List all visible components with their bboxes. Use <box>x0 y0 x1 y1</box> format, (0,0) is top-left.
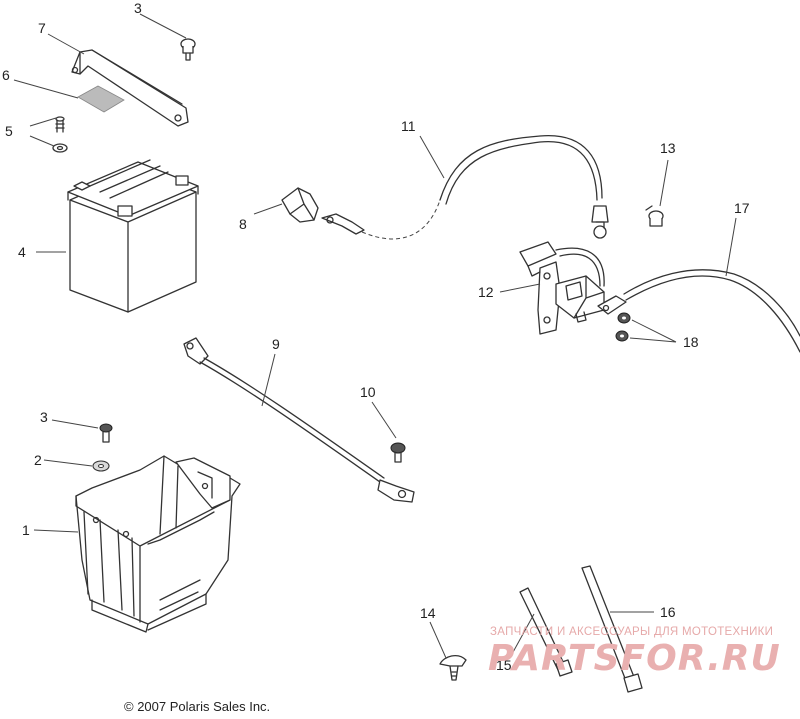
leader-lines <box>13 13 737 659</box>
callout-17: 17 <box>734 200 750 216</box>
watermark-tagline: ЗАПЧАСТИ И АКСЕССУАРЫ ДЛЯ МОТОТЕХНИКИ <box>490 626 774 638</box>
callout-13: 13 <box>660 140 676 156</box>
callout-6: 6 <box>2 67 10 83</box>
callout-2: 2 <box>34 452 42 468</box>
copyright-notice: © 2007 Polaris Sales Inc. <box>124 699 271 714</box>
callout-15: 15 <box>496 657 512 673</box>
battery-box <box>75 455 241 633</box>
cable-tie-short <box>519 587 573 677</box>
negative-cable <box>183 337 415 503</box>
callout-7: 7 <box>38 20 46 36</box>
callout-8: 8 <box>239 216 247 232</box>
screw-lower <box>99 423 113 443</box>
callout-9: 9 <box>272 336 280 352</box>
callout-16: 16 <box>660 604 676 620</box>
callout-18: 18 <box>683 334 699 350</box>
starter-solenoid <box>519 241 605 335</box>
callout-3-lower: 3 <box>40 409 48 425</box>
callout-4: 4 <box>18 244 26 260</box>
callout-11: 11 <box>401 118 416 134</box>
watermark-logo: PARTSFOR.RU <box>488 638 781 679</box>
wire-clip <box>439 654 467 681</box>
terminal-boot <box>281 187 319 223</box>
cable-tie-long <box>581 565 643 693</box>
positive-cable <box>321 135 609 240</box>
ground-screw <box>390 442 406 463</box>
screw-top <box>180 38 196 61</box>
callout-1: 1 <box>22 522 30 538</box>
battery <box>67 159 199 313</box>
callout-3-top: 3 <box>134 0 142 16</box>
solenoid-bolt <box>645 205 664 227</box>
washer <box>92 460 110 472</box>
callout-14: 14 <box>420 605 436 621</box>
battery-decal <box>77 85 125 113</box>
callout-5: 5 <box>5 123 13 139</box>
battery-strap <box>71 49 189 127</box>
terminal-nuts <box>615 312 631 342</box>
terminal-hardware <box>52 116 68 153</box>
callout-12: 12 <box>478 284 494 300</box>
callout-10: 10 <box>360 384 376 400</box>
starter-cable <box>597 269 800 353</box>
callout-numbers: 3 7 6 5 4 8 11 13 17 12 18 9 10 3 2 1 14… <box>2 0 750 673</box>
